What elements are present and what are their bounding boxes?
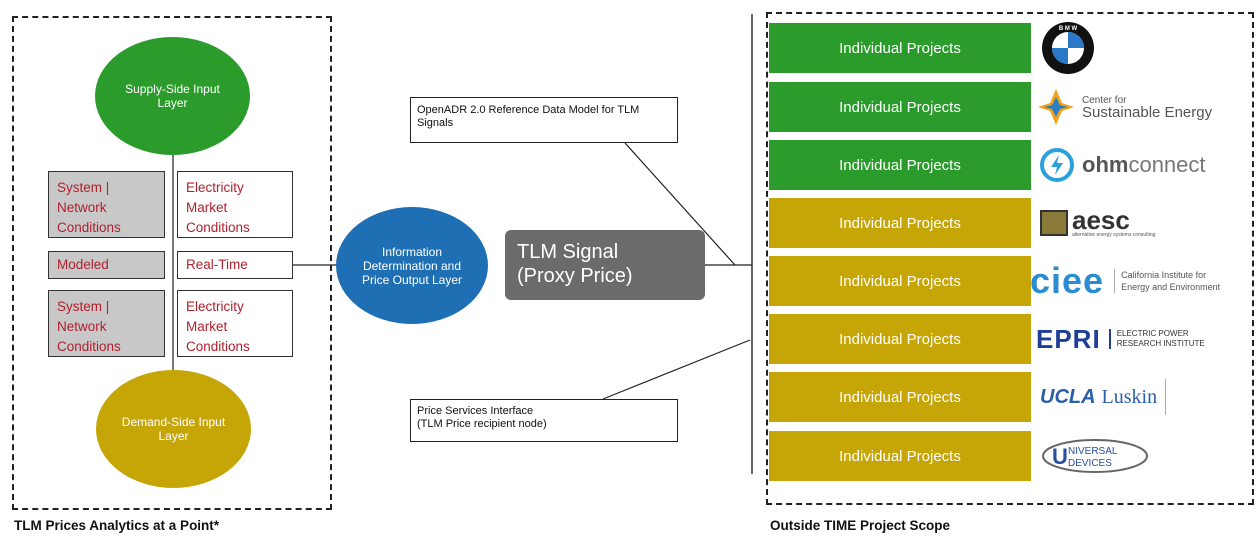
tlm-signal-subtitle: (Proxy Price) [517, 265, 633, 287]
supply-side-input-layer: Supply-Side Input Layer [95, 37, 250, 155]
project-row-8: Individual Projects [769, 431, 1031, 481]
svg-text:B M W: B M W [1059, 26, 1078, 32]
left-caption: TLM Prices Analytics at a Point* [14, 518, 220, 533]
tlm-signal-title: TLM Signal [517, 241, 619, 263]
price-services-note: Price Services Interface (TLM Price reci… [410, 399, 678, 442]
information-determination-circle: Information Determination and Price Outp… [336, 207, 488, 324]
bmw-logo: B M W [1036, 22, 1100, 74]
project-row-5: Individual Projects [769, 256, 1031, 306]
svg-text:NIVERSAL: NIVERSAL [1068, 446, 1118, 457]
modeled-box: Modeled [48, 251, 165, 279]
openadr-note: OpenADR 2.0 Reference Data Model for TLM… [410, 97, 678, 143]
project-row-7: Individual Projects [769, 372, 1031, 422]
ucla-luskin-logo: UCLA Luskin [1040, 372, 1167, 422]
right-caption: Outside TIME Project Scope [770, 518, 951, 533]
project-row-6: Individual Projects [769, 314, 1031, 364]
project-row-3: Individual Projects [769, 140, 1031, 190]
bmw-roundel-icon: B M W [1042, 22, 1094, 74]
svg-text:DEVICES: DEVICES [1068, 458, 1112, 469]
ciee-logo: ciee California Institute for Energy and… [1030, 260, 1221, 301]
tlm-signal-box: TLM Signal (Proxy Price) [505, 230, 705, 300]
universal-devices-logo: U NIVERSAL DEVICES [1040, 431, 1150, 481]
right-scope-boundary [766, 12, 1254, 505]
electricity-market-conditions-box-lower: Electricity Market Conditions [177, 290, 293, 357]
epri-logo: EPRI ELECTRIC POWER RESEARCH INSTITUTE [1036, 323, 1205, 354]
ohmconnect-logo: ohmconnect [1040, 140, 1206, 190]
cse-logo: Center for Sustainable Energy [1036, 82, 1212, 132]
project-row-2: Individual Projects [769, 82, 1031, 132]
aesc-logo: aesc alternative energy systems consulti… [1040, 198, 1155, 248]
project-row-4: Individual Projects [769, 198, 1031, 248]
openadr-pointer-line [624, 142, 736, 266]
real-time-box: Real-Time [177, 251, 293, 279]
project-row-1: Individual Projects [769, 23, 1031, 73]
demand-side-input-layer: Demand-Side Input Layer [96, 370, 251, 488]
system-network-conditions-box-upper: System | Network Conditions [48, 171, 165, 238]
cse-star-icon [1038, 89, 1074, 125]
universal-devices-icon: U NIVERSAL DEVICES [1042, 439, 1148, 473]
price-services-pointer-line [602, 339, 751, 400]
svg-text:U: U [1052, 444, 1068, 469]
electricity-market-conditions-box-upper: Electricity Market Conditions [177, 171, 293, 238]
system-network-conditions-box-lower: System | Network Conditions [48, 290, 165, 357]
left-scope-boundary [12, 16, 332, 510]
ohmconnect-bolt-icon [1040, 148, 1074, 182]
